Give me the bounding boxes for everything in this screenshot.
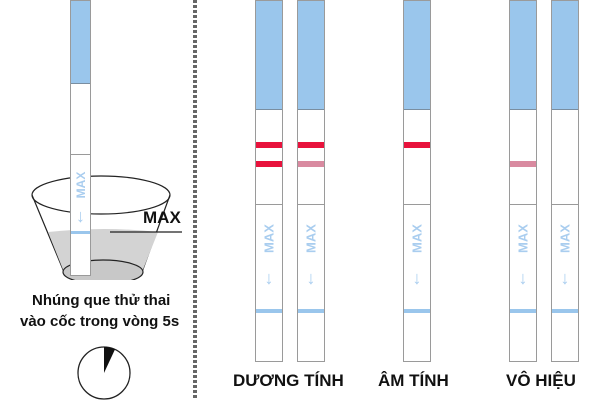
instruction-caption-line2: vào cốc trong vòng 5s: [20, 313, 180, 330]
test-line-control: [298, 142, 324, 148]
arrow-down-icon: ↓: [264, 268, 274, 288]
max-line: [552, 309, 578, 313]
test-line-result-faint: [298, 161, 324, 167]
max-line: [510, 309, 536, 313]
max-text: MAX: [303, 224, 319, 253]
max-line: [256, 309, 282, 313]
strip-window-divider: [71, 154, 90, 155]
positive-strip-1: MAX ↓: [255, 0, 283, 362]
invalid-strip-2: MAX ↓: [551, 0, 579, 362]
result-label-positive: DƯƠNG TÍNH: [233, 371, 344, 390]
test-line-result-faint: [510, 161, 536, 167]
max-line: [71, 231, 90, 234]
max-level-label: MAX: [143, 208, 181, 227]
max-text: MAX: [557, 224, 573, 253]
strip-absorbent-end: [298, 1, 324, 110]
arrow-down-icon: ↓: [306, 268, 316, 288]
strip-window-divider: [510, 204, 536, 205]
positive-strip-2: MAX ↓: [297, 0, 325, 362]
max-text: MAX: [409, 224, 425, 253]
stopwatch-pie-icon: [77, 346, 131, 400]
strip-absorbent-end: [404, 1, 430, 110]
arrow-down-icon: ↓: [412, 268, 422, 288]
dip-test-strip: MAX ↓: [70, 0, 91, 276]
strip-absorbent-end: [71, 1, 90, 84]
max-text: MAX: [73, 171, 88, 199]
strip-window-divider: [298, 204, 324, 205]
dashed-divider: [193, 0, 197, 400]
instruction-caption-line1: Nhúng que thử thai: [32, 292, 171, 309]
strip-absorbent-end: [510, 1, 536, 110]
max-text: MAX: [261, 224, 277, 253]
max-line: [404, 309, 430, 313]
result-label-invalid: VÔ HIỆU: [506, 371, 576, 390]
negative-strip: MAX ↓: [403, 0, 431, 362]
test-line-control: [404, 142, 430, 148]
arrow-down-icon: ↓: [518, 268, 528, 288]
arrow-down-icon: ↓: [76, 206, 85, 226]
strip-window-divider: [552, 204, 578, 205]
strip-window-divider: [256, 204, 282, 205]
arrow-down-icon: ↓: [560, 268, 570, 288]
result-label-negative: ÂM TÍNH: [378, 371, 449, 390]
test-line-result: [256, 161, 282, 167]
strip-absorbent-end: [552, 1, 578, 110]
strip-window-divider: [404, 204, 430, 205]
invalid-strip-1: MAX ↓: [509, 0, 537, 362]
test-line-control: [256, 142, 282, 148]
strip-absorbent-end: [256, 1, 282, 110]
max-line: [298, 309, 324, 313]
max-text: MAX: [515, 224, 531, 253]
